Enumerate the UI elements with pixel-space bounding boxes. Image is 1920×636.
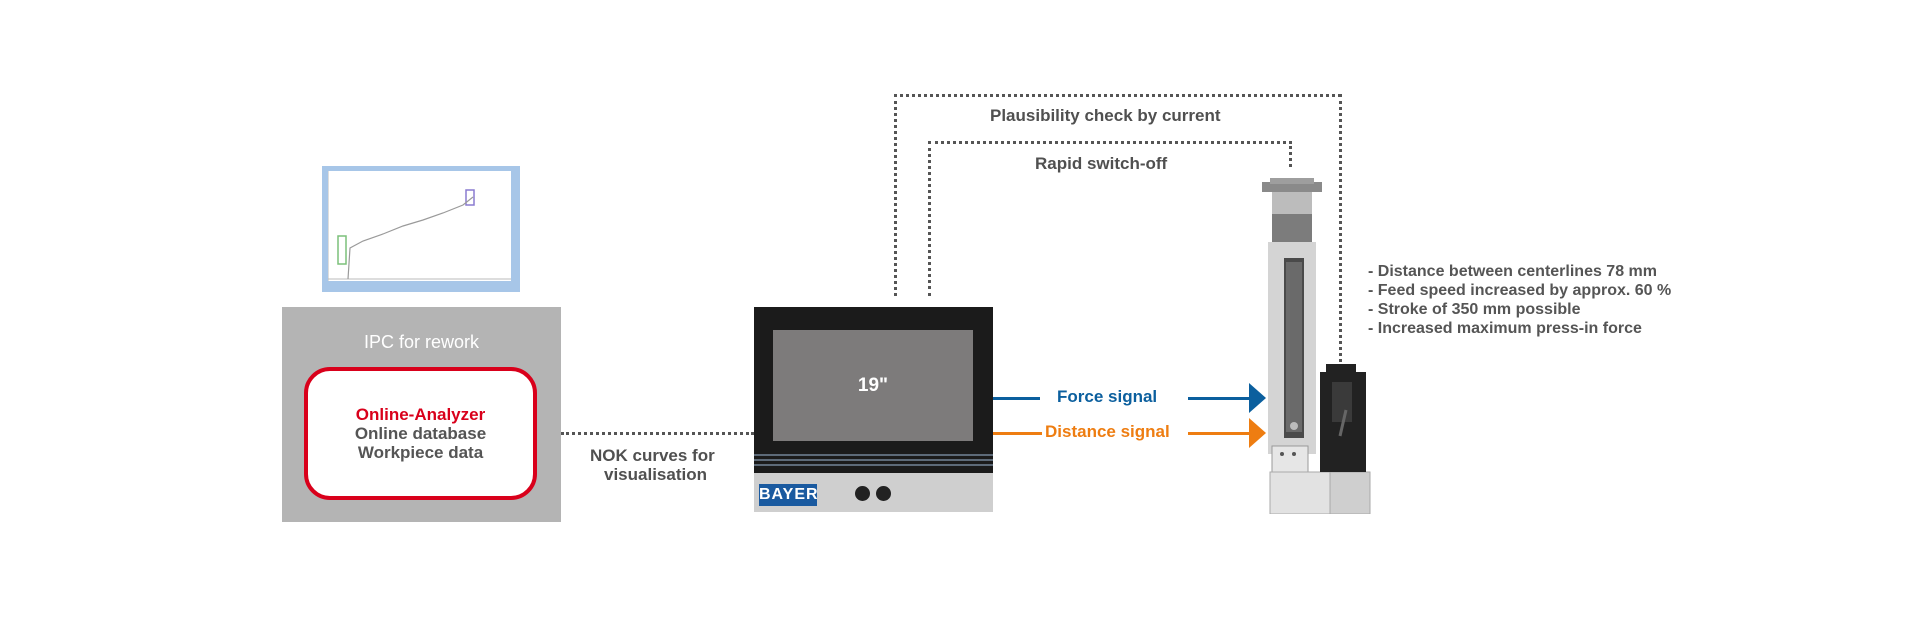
force-signal-arrow-icon <box>1249 383 1266 413</box>
control-knob <box>855 486 870 501</box>
feature-list: - Distance between centerlines 78 mm - F… <box>1368 262 1671 338</box>
force-signal-line-right <box>1188 397 1250 400</box>
bayer-logo: BAYER <box>759 484 818 506</box>
distance-signal-line-left <box>993 432 1042 435</box>
rapid-switch-off-label: Rapid switch-off <box>1035 154 1168 173</box>
monitor-stripe <box>754 459 993 461</box>
plausibility-loop-right <box>1339 94 1342 362</box>
ipc-title: IPC for rework <box>363 332 480 352</box>
online-database-label: Online database <box>354 424 487 443</box>
curve-window-purple <box>465 189 475 206</box>
nok-curves-label-2: visualisation <box>604 465 707 484</box>
curve-window-green <box>337 235 347 265</box>
monitor-stripe <box>754 464 993 466</box>
rapid-loop-left <box>928 141 931 296</box>
plausibility-loop-left <box>894 94 897 296</box>
rapid-loop-top <box>928 141 1292 144</box>
feature-item: - Feed speed increased by approx. 60 % <box>1368 282 1672 299</box>
analyzer-panel: Online-Analyzer Online database Workpiec… <box>304 367 537 500</box>
distance-signal-label: Distance signal <box>1045 422 1170 441</box>
feature-item: - Stroke of 350 mm possible <box>1368 301 1581 318</box>
controller-monitor: 19" BAYER <box>754 307 993 512</box>
ipc-box: IPC for rework Online-Analyzer Online da… <box>282 307 561 522</box>
nok-curves-line <box>561 432 754 435</box>
screen-size-label: 19" <box>857 374 889 396</box>
plausibility-loop-top <box>894 94 1341 97</box>
workpiece-data-label: Workpiece data <box>357 443 484 462</box>
monitor-stripe <box>754 454 993 456</box>
control-knob <box>876 486 891 501</box>
distance-signal-arrow-icon <box>1249 418 1266 448</box>
press-unit <box>1262 178 1371 514</box>
plausibility-label: Plausibility check by current <box>990 106 1221 125</box>
nok-curves-label-1: NOK curves for <box>590 446 715 465</box>
force-signal-line-left <box>993 397 1040 400</box>
monitor-base: BAYER <box>754 473 993 512</box>
feature-item: - Increased maximum press-in force <box>1368 320 1642 337</box>
rapid-loop-right <box>1289 141 1292 167</box>
force-signal-label: Force signal <box>1057 387 1158 406</box>
online-analyzer-label: Online-Analyzer <box>355 405 486 424</box>
curve-preview-chart <box>322 166 520 292</box>
feature-item: - Distance between centerlines 78 mm <box>1368 263 1657 280</box>
force-distance-curve <box>347 196 474 280</box>
distance-signal-line-right <box>1188 432 1250 435</box>
monitor-screen: 19" <box>773 330 973 441</box>
curve-preview-svg <box>327 171 511 281</box>
model-label <box>910 490 912 496</box>
